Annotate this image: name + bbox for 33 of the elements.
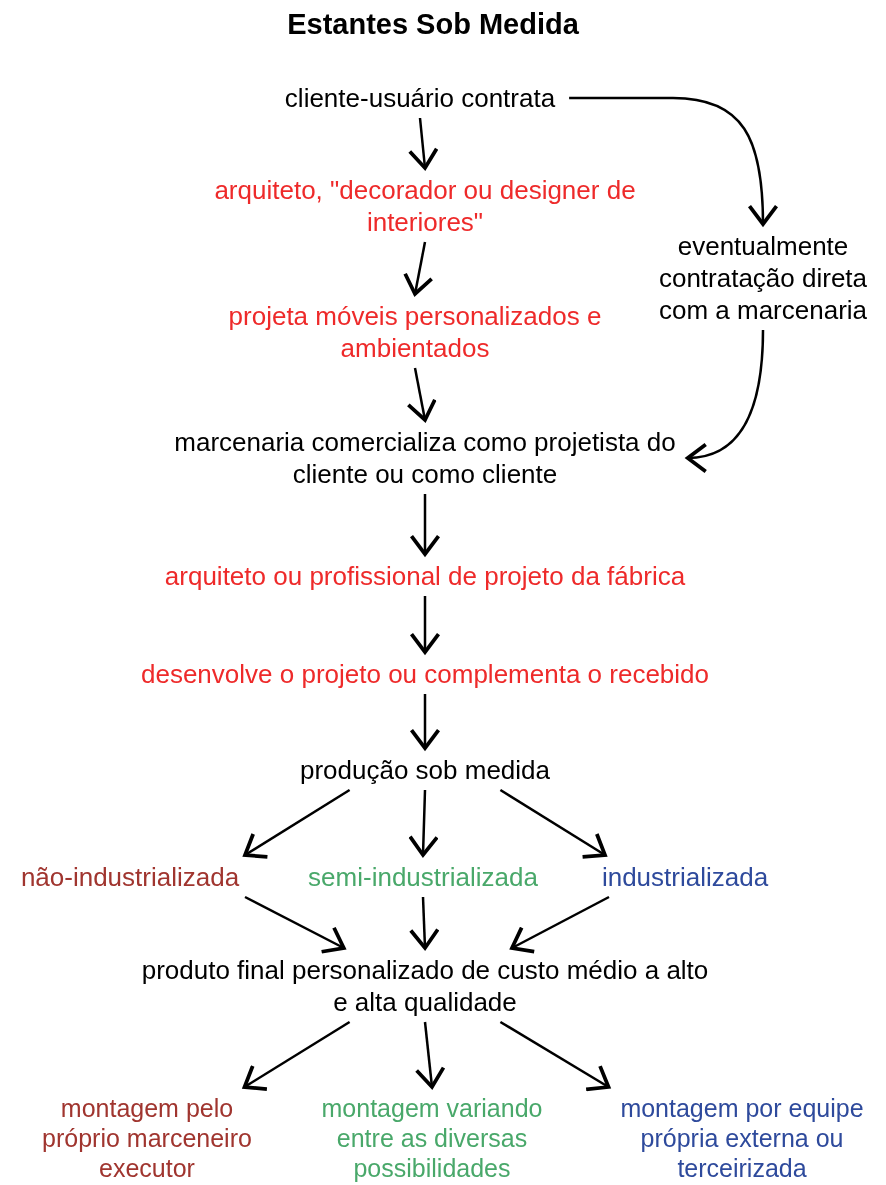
step-text: projeta móveis personalizados e ambientados xyxy=(227,300,603,364)
arrow xyxy=(406,367,437,422)
arrow xyxy=(403,241,434,296)
arrow xyxy=(242,1020,351,1091)
step-text: semi-industrializada xyxy=(307,861,539,893)
arrow xyxy=(510,895,610,954)
diagram-title: Estantes Sob Medida xyxy=(286,8,580,41)
arrow xyxy=(408,789,439,857)
step-text: cliente-usuário contrata xyxy=(283,82,557,114)
arrow xyxy=(407,117,439,170)
step-text: desenvolve o projeto ou complementa o recebido xyxy=(140,658,710,690)
arrow xyxy=(243,788,351,859)
step-text: arquiteto, "decorador ou designer de interiores" xyxy=(213,174,637,238)
arrow xyxy=(569,96,778,226)
step-text: montagem variando entre as diversas possibilidades xyxy=(320,1093,544,1183)
step-text: arquiteto ou profissional de projeto da fábrica xyxy=(163,560,687,592)
arrow xyxy=(499,788,607,859)
step-text: produto final personalizado de custo médio a alto e alta qualidade xyxy=(140,954,710,1018)
arrow xyxy=(408,896,440,950)
arrow xyxy=(244,895,346,954)
arrow xyxy=(685,329,765,473)
step-text: montagem pelo próprio marceneiro executor xyxy=(41,1093,253,1183)
arrow xyxy=(409,596,441,654)
arrow xyxy=(409,694,441,750)
step-text: industrializada xyxy=(600,861,770,893)
step-text: não-industrializada xyxy=(19,861,241,893)
arrow xyxy=(414,1021,446,1089)
arrow xyxy=(409,494,441,556)
step-text: produção sob medida xyxy=(298,754,552,786)
step-text: eventualmente contratação direta com a marcenaria xyxy=(657,230,869,326)
step-text: montagem por equipe própria externa ou terceirizada xyxy=(619,1093,865,1183)
arrow xyxy=(499,1020,611,1092)
step-text: marcenaria comercializa como projetista do cliente ou como cliente xyxy=(173,426,677,490)
